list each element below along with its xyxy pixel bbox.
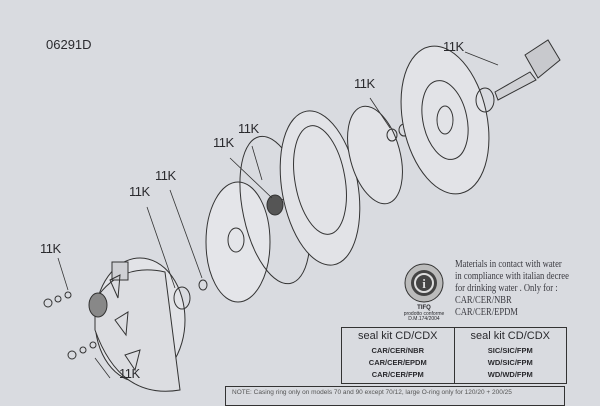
table-cell: SIC/SIC/FPM bbox=[487, 346, 533, 355]
part-label: 11K bbox=[238, 121, 259, 136]
part-label: 11K bbox=[155, 168, 176, 183]
column-header: seal kit CD/CDX bbox=[358, 330, 438, 342]
shaft bbox=[494, 71, 537, 101]
info-seal-icon: i bbox=[404, 263, 444, 303]
table-cell: CAR/CER/NBR bbox=[371, 346, 425, 355]
part-label: 11K bbox=[129, 184, 150, 199]
casing-ring bbox=[173, 286, 191, 310]
shaft-seal bbox=[386, 128, 398, 142]
materials-line: Materials in contact with water bbox=[455, 258, 562, 270]
seal-kit-table: seal kit CD/CDX CAR/CER/NBR CAR/CER/EPDM… bbox=[341, 327, 567, 384]
materials-line: CAR/CER/EPDM bbox=[455, 306, 518, 318]
table-cell: CAR/CER/EPDM bbox=[368, 358, 427, 367]
coupling bbox=[524, 39, 561, 79]
materials-line: CAR/CER/NBR bbox=[455, 294, 512, 306]
table-cell: WD/WD/FPM bbox=[487, 370, 533, 379]
motor-flange bbox=[400, 45, 490, 195]
svg-text:i: i bbox=[422, 276, 426, 291]
impeller bbox=[205, 181, 271, 303]
part-label: 11K bbox=[119, 366, 140, 381]
small-seal bbox=[198, 279, 208, 291]
table-cell: CAR/CER/FPM bbox=[371, 370, 424, 379]
leader-arrows bbox=[57, 51, 499, 379]
table-cell: WD/SIC/FPM bbox=[487, 358, 533, 367]
diffuser-plate bbox=[279, 110, 361, 266]
pump-casing bbox=[88, 257, 186, 392]
materials-line: in compliance with italian decree bbox=[455, 270, 569, 282]
drawing-code: 06291D bbox=[46, 37, 92, 52]
logo-line1: prodotto conforme bbox=[403, 310, 445, 317]
column-header: seal kit CD/CDX bbox=[470, 330, 550, 342]
materials-line: for drinking water . Only for : bbox=[455, 282, 558, 294]
materials-note: Materials in contact with water in compl… bbox=[455, 258, 569, 318]
casing-bolts bbox=[43, 291, 97, 360]
tifq-certification-logo: i TIFQ prodotto conforme D.M.174/2004 bbox=[400, 262, 448, 323]
part-label: 11K bbox=[354, 76, 375, 91]
logo-line2: D.M.174/2004 bbox=[408, 316, 440, 322]
seal-kit-column: seal kit CD/CDX CAR/CER/NBR CAR/CER/EPDM… bbox=[342, 328, 455, 384]
part-label: 11K bbox=[443, 39, 464, 54]
part-label: 11K bbox=[213, 135, 234, 150]
bearing bbox=[475, 87, 495, 113]
seal-kit-column: seal kit CD/CDX SIC/SIC/FPM WD/SIC/FPM W… bbox=[453, 327, 567, 384]
logo-name: TIFQ bbox=[417, 305, 431, 311]
part-label: 11K bbox=[40, 241, 61, 256]
footnote: NOTE: Casing ring only on models 70 and … bbox=[225, 386, 565, 406]
